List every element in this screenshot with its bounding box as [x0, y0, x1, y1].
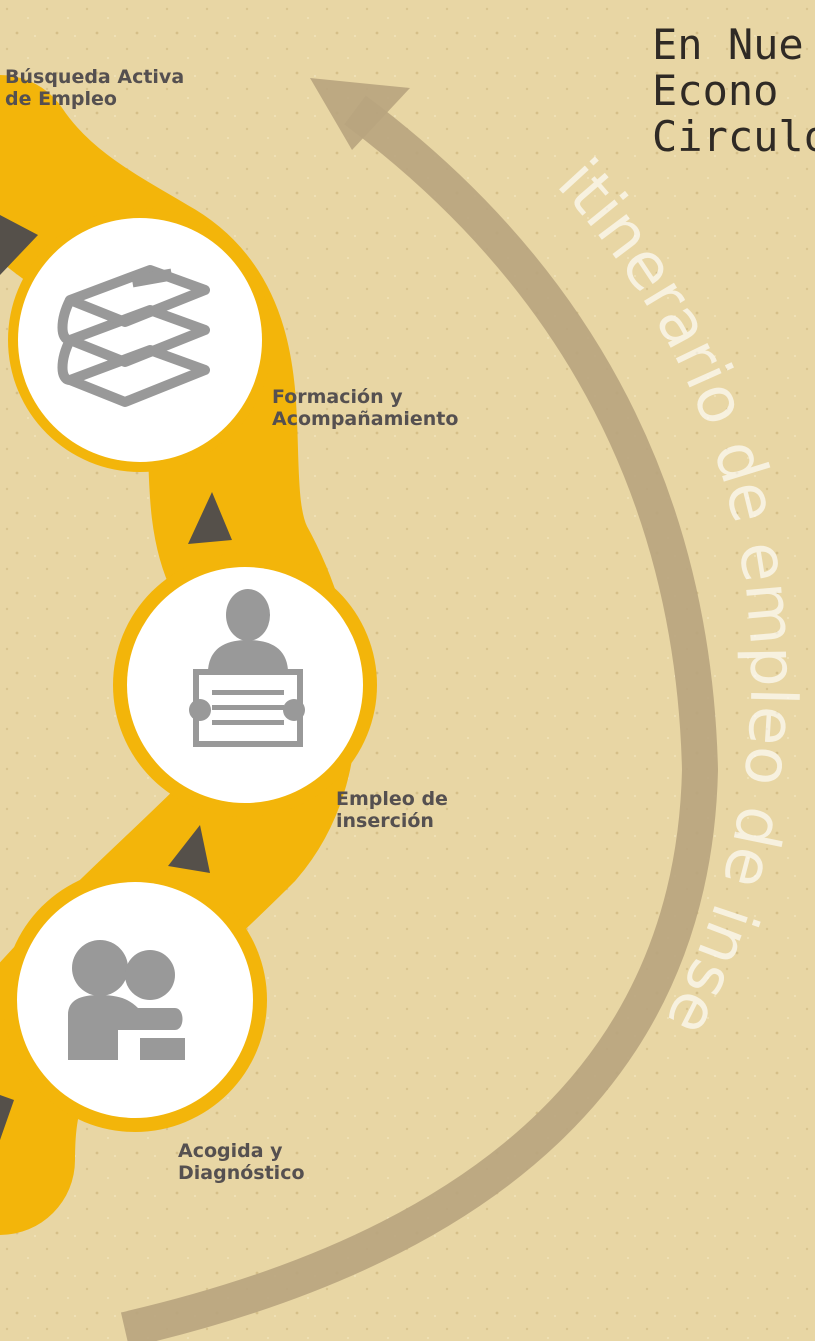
step-label-acogida-line2: Diagnóstico: [178, 1162, 305, 1184]
heading-line3: Circulo: [652, 112, 815, 161]
step-label-formacion-line2: Acompañamiento: [272, 408, 459, 430]
step-label-busqueda-line2: de Empleo: [5, 88, 117, 110]
path-arrow-1: [0, 215, 38, 275]
cycle-arc-arrow: [120, 78, 719, 1341]
arc-arrowhead: [310, 78, 410, 150]
step-label-empleo-line1: Empleo de: [336, 788, 448, 810]
heading-line2: Econo: [652, 66, 779, 115]
path-arrow-4: [0, 1095, 14, 1140]
two-people-embrace-icon: [68, 940, 185, 1060]
step-label-acogida-line1: Acogida y: [178, 1140, 283, 1162]
step-label-busqueda: Búsqueda Activa de Empleo: [5, 66, 184, 110]
worker-with-sign-icon: [189, 589, 305, 747]
step-label-acogida: Acogida y Diagnóstico: [178, 1140, 305, 1184]
path-arrow-2: [188, 492, 232, 544]
step-circle-formacion: [18, 218, 262, 462]
step-label-empleo: Empleo de inserción: [336, 788, 448, 832]
step-circle-empleo: [127, 567, 363, 803]
step-label-formacion: Formación y Acompañamiento: [272, 386, 458, 430]
step-label-empleo-line2: inserción: [336, 810, 434, 832]
books-icon: [57, 265, 210, 407]
page-heading: En Nue Econo Circulo: [652, 22, 815, 160]
path-arrow-3: [168, 825, 210, 873]
heading-line1: En Nue: [652, 20, 804, 69]
step-circle-acogida: [17, 882, 253, 1118]
step-label-busqueda-line1: Búsqueda Activa: [5, 66, 185, 88]
step-label-formacion-line1: Formación y: [272, 386, 403, 408]
